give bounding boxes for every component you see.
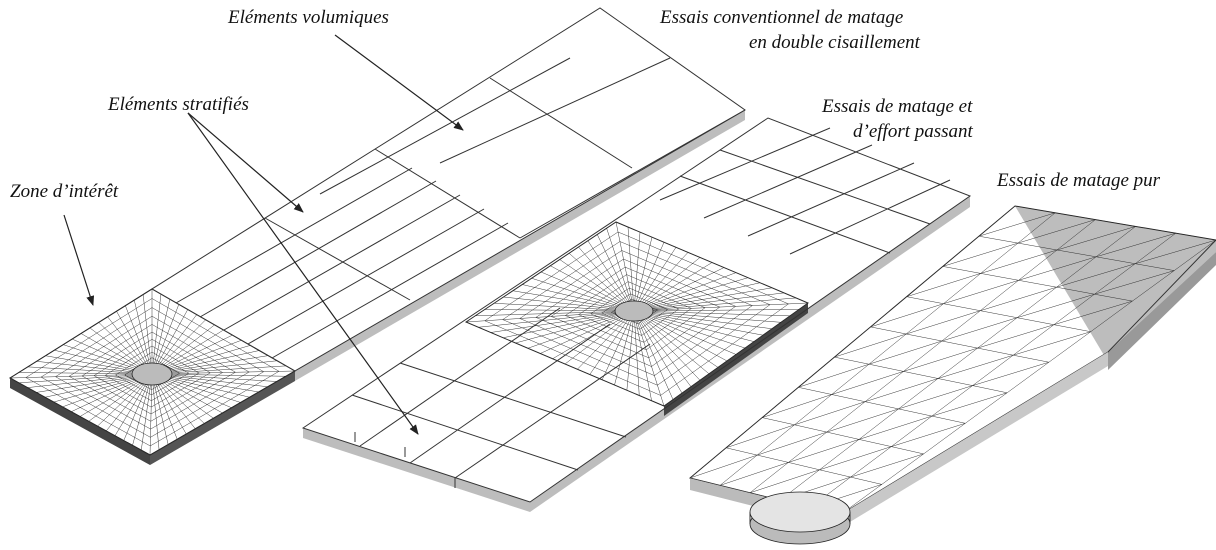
plate3-side-front-right [840,352,1108,528]
label-zone-interet: Zone d’intérêt [10,181,119,202]
plate2-block-lines [351,127,951,488]
arrow-volumiques [334,34,464,131]
plate1-hole [131,362,173,386]
plate1-side-mesh-front [150,371,295,465]
arrow-zone [63,214,95,306]
arrow-stratifies-2 [187,112,419,435]
plate3-mesh [689,205,1216,516]
arrow-stratifies-1 [187,112,304,213]
plate-effort [301,117,972,512]
label-volumiques: Eléments volumiques [227,7,389,28]
plate2-side-mesh [664,303,808,416]
label-effort-line1: Essais de matage et [821,96,973,117]
plate2-mesh [465,221,809,407]
label-matage-pur: Essais de matage pur [996,170,1161,191]
plate3-side-edge [1108,252,1216,370]
annotation-arrows [63,34,464,435]
plate2-top [301,117,972,503]
plate2-hole [614,300,654,322]
label-effort-line2: d’effort passant [853,121,974,142]
label-stratifies: Eléments stratifiés [107,94,249,115]
labels: Eléments volumiques Eléments stratifiés … [10,7,1161,202]
plate1-side [150,110,745,465]
plate-conventional [9,7,746,465]
plate3-pin [749,491,851,545]
plate-pur [688,205,1216,545]
plate3-side-right [1015,206,1216,362]
label-conventionnel-line2: en double cisaillement [749,32,921,53]
plate2-side-front [303,428,530,512]
plate1-block-lines [151,57,746,372]
label-conventionnel-line1: Essais conventionnel de matage [659,7,903,28]
plate1-side-mesh [10,378,150,465]
plate1-top [9,7,746,456]
